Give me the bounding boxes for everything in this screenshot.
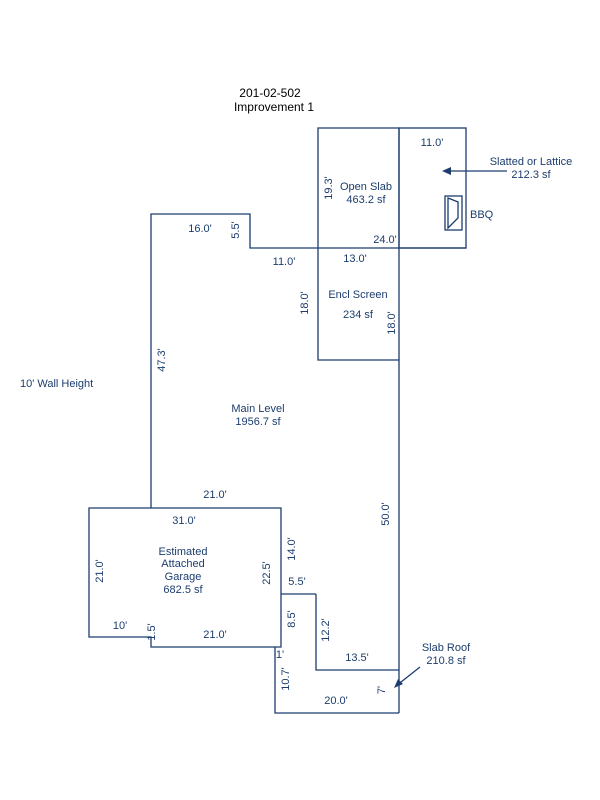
open-slab-label: Open Slab bbox=[340, 181, 392, 193]
slatted-arrow-head bbox=[442, 167, 451, 175]
garage-label-line1: Estimated bbox=[159, 546, 208, 558]
dim-main-bottom: 21.0' bbox=[203, 489, 227, 501]
sketch-id: 201-02-502 bbox=[239, 86, 301, 100]
garage-area: 682.5 sf bbox=[163, 584, 203, 596]
bbq-grill-shape bbox=[447, 197, 459, 230]
slab-roof-label: Slab Roof bbox=[422, 642, 471, 654]
dim-main-step: 11.0' bbox=[273, 256, 296, 268]
slab-roof-area: 210.8 sf bbox=[426, 655, 466, 667]
dim-garage-bottom-left: 10' bbox=[113, 620, 127, 632]
dim-slab-roof-bottom: 20.0' bbox=[324, 695, 348, 707]
garage-outline bbox=[88, 507, 282, 648]
dim-garage-notch: 1.5' bbox=[146, 623, 158, 640]
encl-screen-area: 234 sf bbox=[343, 309, 374, 321]
dim-garage-top: 31.0' bbox=[172, 515, 196, 527]
dim-main-right: 50.0' bbox=[380, 502, 392, 526]
slatted-area: 212.3 sf bbox=[511, 169, 551, 181]
garage-label-line2: Attached bbox=[161, 558, 204, 570]
dim-slab-roof-left-upper: 8.5' bbox=[286, 610, 298, 627]
dim-slab-roof-left: 10.7' bbox=[280, 667, 292, 691]
dim-slab-roof-right: 7' bbox=[376, 686, 388, 694]
main-level-outline bbox=[150, 213, 400, 713]
bbq-icon bbox=[444, 195, 463, 231]
dim-main-left: 47.3' bbox=[156, 348, 168, 372]
dim-garage-left: 21.0' bbox=[94, 559, 106, 583]
dim-garage-bottom: 21.0' bbox=[203, 629, 227, 641]
dim-encl-top: 13.0' bbox=[343, 253, 367, 265]
dim-main-top: 16.0' bbox=[188, 223, 212, 235]
slab-roof-arrow-head bbox=[394, 679, 403, 688]
main-level-label: Main Level bbox=[231, 403, 284, 415]
dim-slab-roof-top: 5.5' bbox=[288, 576, 305, 588]
dim-open-slab-top: 11.0' bbox=[421, 137, 444, 149]
dim-open-slab-bottom: 24.0' bbox=[373, 234, 397, 246]
dim-open-slab-side: 19.3' bbox=[323, 176, 335, 200]
dim-slab-roof-inner: 12.2' bbox=[320, 618, 332, 642]
dim-slab-roof-step: 1' bbox=[276, 649, 284, 661]
bbq-label: BBQ bbox=[470, 209, 494, 221]
dim-main-garage-side: 14.0' bbox=[286, 537, 298, 561]
main-level-area: 1956.7 sf bbox=[235, 416, 281, 428]
open-slab-area: 463.2 sf bbox=[346, 194, 386, 206]
dim-main-notch: 5.5' bbox=[230, 221, 242, 238]
dim-encl-right: 18.0' bbox=[386, 311, 398, 335]
garage-label-line3: Garage bbox=[165, 571, 202, 583]
dim-slab-roof-mid: 13.5' bbox=[345, 652, 369, 664]
dim-encl-left: 18.0' bbox=[299, 291, 311, 315]
encl-screen-label: Encl Screen bbox=[328, 289, 387, 301]
wall-height-note: 10' Wall Height bbox=[20, 378, 93, 390]
slatted-label: Slatted or Lattice bbox=[490, 156, 573, 168]
sketch-subtitle: Improvement 1 bbox=[234, 100, 314, 114]
dim-garage-right: 22.5' bbox=[261, 561, 273, 585]
slab-roof-outline bbox=[274, 593, 399, 714]
